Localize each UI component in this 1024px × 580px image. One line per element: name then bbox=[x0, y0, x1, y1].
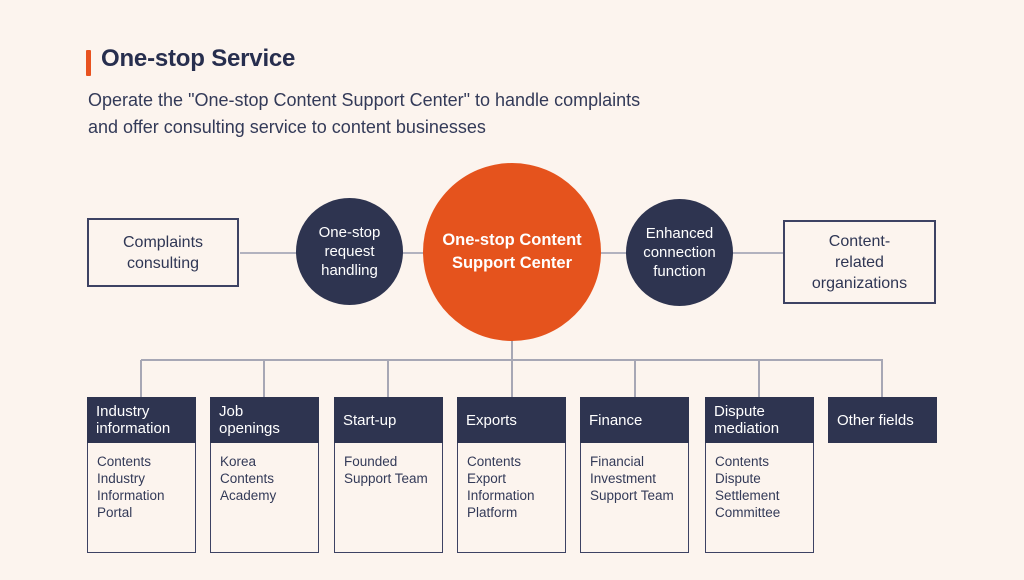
field-body: Contents Dispute Settlement Committee bbox=[705, 443, 814, 553]
connector-line-stub bbox=[881, 360, 883, 398]
field-body: Financial Investment Support Team bbox=[580, 443, 689, 553]
one-stop-request-handling-circle: One-stop request handling bbox=[296, 198, 403, 305]
field-header: Dispute mediation bbox=[705, 397, 814, 443]
title-accent-bar bbox=[86, 50, 91, 76]
field-header: Start-up bbox=[334, 397, 443, 443]
field-finance: Finance Financial Investment Support Tea… bbox=[580, 397, 689, 553]
field-body: Founded Support Team bbox=[334, 443, 443, 553]
one-stop-content-support-center-circle: One-stop Content Support Center bbox=[423, 163, 601, 341]
field-header: Exports bbox=[457, 397, 566, 443]
field-header: Finance bbox=[580, 397, 689, 443]
field-header: Industry information bbox=[87, 397, 196, 443]
field-header: Job openings bbox=[210, 397, 319, 443]
page-subtitle: Operate the "One-stop Content Support Ce… bbox=[88, 90, 641, 137]
field-body: Contents Industry Information Portal bbox=[87, 443, 196, 553]
field-industry-information: Industry information Contents Industry I… bbox=[87, 397, 196, 553]
field-job-openings: Job openings Korea Contents Academy bbox=[210, 397, 319, 553]
connector-line-stub bbox=[511, 360, 513, 398]
page-title: One-stop Service bbox=[101, 45, 296, 72]
field-dispute-mediation: Dispute mediation Contents Dispute Settl… bbox=[705, 397, 814, 553]
field-body: Contents Export Information Platform bbox=[457, 443, 566, 553]
complaints-consulting-box: Complaints consulting bbox=[87, 218, 239, 287]
enhanced-connection-function-circle: Enhanced connection function bbox=[626, 199, 733, 306]
connector-line-stub bbox=[634, 360, 636, 398]
connector-line-center-drop bbox=[511, 338, 513, 360]
connector-line-stub bbox=[758, 360, 760, 398]
connector-line-stub bbox=[263, 360, 265, 398]
connector-line-stub bbox=[140, 360, 142, 398]
field-other-fields: Other fields bbox=[828, 397, 937, 443]
field-header: Other fields bbox=[828, 397, 937, 443]
field-exports: Exports Contents Export Information Plat… bbox=[457, 397, 566, 553]
field-start-up: Start-up Founded Support Team bbox=[334, 397, 443, 553]
connector-line-stub bbox=[387, 360, 389, 398]
content-related-organizations-box: Content- related organizations bbox=[783, 220, 936, 304]
field-body: Korea Contents Academy bbox=[210, 443, 319, 553]
